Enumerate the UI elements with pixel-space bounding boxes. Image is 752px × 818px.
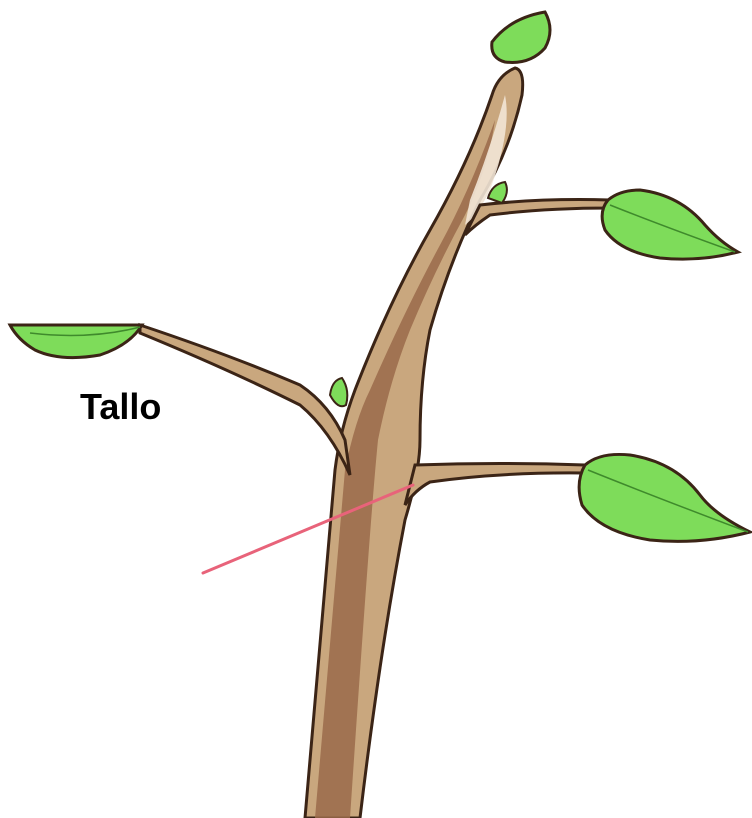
leaf-icon (602, 190, 738, 259)
bud-icon (492, 12, 550, 62)
leaf-icon (579, 454, 750, 541)
bud-icon (330, 378, 347, 406)
left-branch (140, 325, 350, 475)
leaf-icon (10, 325, 142, 358)
lower-right-branch (405, 464, 585, 506)
stem-label: Tallo (80, 386, 161, 428)
upper-right-branch (465, 200, 610, 235)
